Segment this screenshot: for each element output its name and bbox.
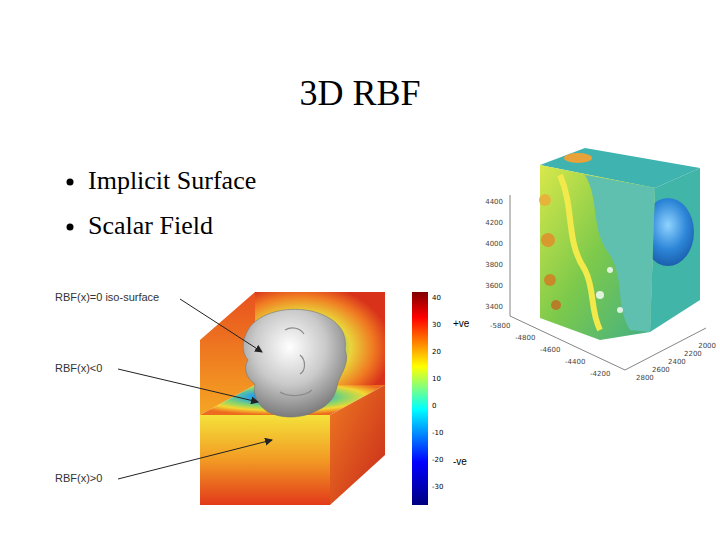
bullet-text: Scalar Field: [88, 211, 213, 241]
colorbar-tick: -30: [432, 483, 443, 491]
axis-tick: 3800: [485, 261, 503, 269]
axis-tick: 4400: [485, 198, 503, 206]
axis-tick: 3400: [485, 303, 503, 311]
axis-tick: 2200: [684, 350, 702, 358]
bullet-dot: [67, 179, 74, 186]
axis-tick: -4600: [540, 346, 560, 354]
axis-tick: 4000: [485, 240, 503, 248]
callout-label: RBF(x)>0: [55, 472, 102, 485]
axis-tick: -5800: [490, 322, 510, 330]
leader-line: [118, 440, 272, 479]
colorbar-label: -ve: [453, 456, 467, 468]
axis-tick: -4200: [590, 370, 610, 378]
volume-plot: [510, 148, 706, 370]
axis-tick: 3600: [485, 282, 503, 290]
axis-tick: -4800: [515, 334, 535, 342]
axis-tick: 4200: [485, 219, 503, 227]
colorbar-tick: -10: [432, 429, 443, 437]
axis-tick: 2000: [698, 342, 716, 350]
axis-tick: -4400: [565, 358, 585, 366]
colorbar-tick: 40: [432, 294, 441, 302]
leader-line: [118, 369, 258, 402]
leader-line: [180, 299, 262, 352]
bullet-dot: [67, 224, 74, 231]
callout-label: RBF(x)=0 iso-surface: [55, 291, 159, 304]
slide-title: 3D RBF: [299, 72, 420, 114]
colorbar-tick: -20: [432, 456, 443, 464]
axis-tick: 2600: [652, 366, 670, 374]
axis-tick: 2800: [636, 374, 654, 382]
bullet-text: Implicit Surface: [88, 166, 256, 196]
colorbar-tick: 0: [432, 402, 436, 410]
colorbar-tick: 30: [432, 321, 441, 329]
callout-label: RBF(x)<0: [55, 362, 102, 375]
color-bar: [412, 292, 428, 505]
colorbar-label: +ve: [453, 318, 469, 330]
axis-tick: 2400: [668, 358, 686, 366]
rbf-cube: [200, 292, 385, 505]
colorbar-tick: 20: [432, 348, 441, 356]
colorbar-tick: 10: [432, 375, 441, 383]
